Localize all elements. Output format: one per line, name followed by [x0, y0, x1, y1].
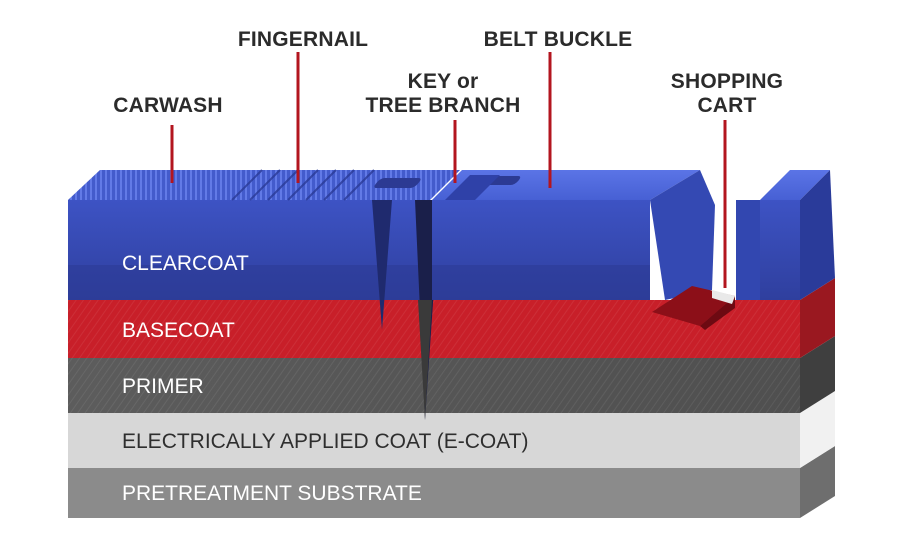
clearcoat-label: CLEARCOAT — [122, 252, 249, 275]
ecoat-label: ELECTRICALLY APPLIED COAT (E-COAT) — [122, 430, 529, 453]
fingernail-label: FINGERNAIL — [238, 28, 368, 51]
clearcoat-chunk-cart — [650, 170, 715, 300]
key-label-line1: KEY or — [408, 70, 479, 93]
substrate-side — [800, 446, 835, 518]
key-label-line2: TREE BRANCH — [365, 94, 520, 117]
key-scratch-gouge — [372, 200, 392, 330]
primer-label: PRIMER — [122, 375, 204, 398]
cart-label-line2: CART — [697, 94, 756, 117]
ecoat-side — [800, 391, 835, 468]
clearcoat-top-right — [760, 170, 830, 200]
callout-leaders — [170, 52, 727, 288]
basecoat-label: BASECOAT — [122, 319, 235, 342]
carwash-label: CARWASH — [113, 94, 223, 117]
belt-buckle-scratch — [374, 178, 421, 188]
primer-side — [800, 336, 835, 413]
belt-buckle-label: BELT BUCKLE — [484, 28, 633, 51]
cart-label-line1: SHOPPING — [671, 70, 783, 93]
clearcoat-side-right — [800, 170, 835, 300]
substrate-layer — [68, 468, 800, 518]
fingernail-scratches — [231, 169, 375, 201]
ecoat-layer — [68, 413, 800, 468]
substrate-label: PRETREATMENT SUBSTRATE — [122, 482, 422, 505]
basecoat-side — [800, 278, 835, 358]
